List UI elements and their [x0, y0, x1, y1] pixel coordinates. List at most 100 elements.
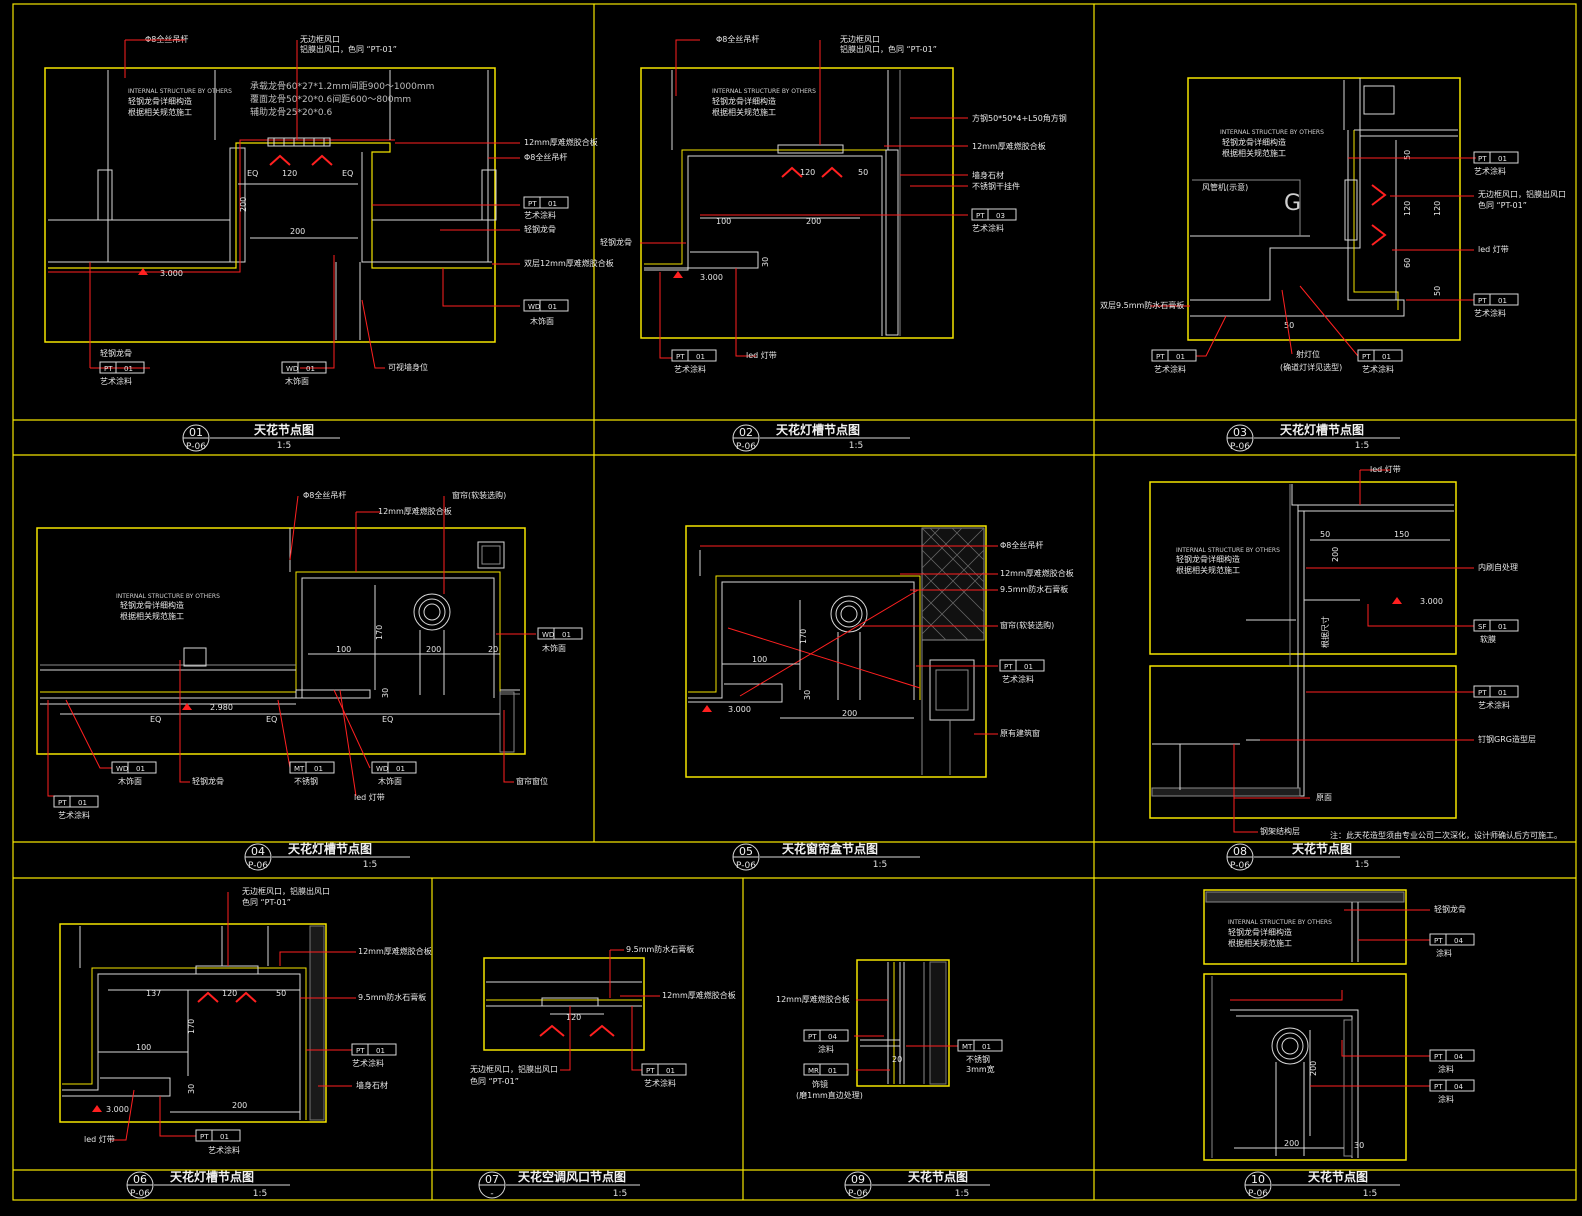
svg-text:12mm厚难燃胶合板: 12mm厚难燃胶合板 — [524, 137, 598, 147]
panel-scale: 1:5 — [1363, 1189, 1377, 1199]
panel-title: 天花节点图 — [1308, 1169, 1368, 1184]
svg-text:轻钢龙骨: 轻钢龙骨 — [600, 237, 632, 247]
panel-sheet: P-06 — [848, 1189, 868, 1199]
svg-text:轻钢龙骨: 轻钢龙骨 — [524, 224, 556, 234]
svg-text:墙身石材: 墙身石材 — [972, 170, 1004, 180]
svg-text:PT: PT — [1434, 937, 1443, 945]
panel-sheet: P-06 — [1230, 861, 1250, 871]
panel-sheet: P-06 — [736, 861, 756, 871]
panel-number: 04 — [251, 845, 265, 858]
svg-text:G: G — [1284, 191, 1301, 216]
svg-text:艺术涂料: 艺术涂料 — [1478, 700, 1510, 710]
detail-01: 3.000 120 EQ EQ 200 200 承载龙骨60*27*1.2mm间… — [44, 34, 614, 386]
svg-text:3.000: 3.000 — [728, 705, 751, 714]
panel-title: 天花节点图 — [908, 1169, 968, 1184]
svg-text:2.980: 2.980 — [210, 703, 233, 712]
svg-text:PT: PT — [200, 1133, 209, 1141]
svg-text:轻钢龙骨详细构造: 轻钢龙骨详细构造 — [1228, 927, 1292, 937]
svg-text:20: 20 — [892, 1055, 902, 1064]
svg-text:170: 170 — [375, 625, 384, 640]
title-block-05: 05 P-06 天花窗帘盒节点图 1:5 — [732, 841, 920, 871]
svg-text:120: 120 — [1403, 201, 1412, 216]
svg-text:170: 170 — [799, 629, 808, 644]
detail-02: 3.000 120 50 100 200 30 INTERNAL STRUCTU… — [600, 34, 1067, 374]
svg-text:30: 30 — [381, 688, 390, 698]
title-block-10: 10 P-06 天花节点图 1:5 — [1244, 1169, 1400, 1199]
panel-scale: 1:5 — [1355, 860, 1369, 870]
svg-text:PT: PT — [1434, 1053, 1443, 1061]
svg-text:PT: PT — [1478, 155, 1487, 163]
svg-text:01: 01 — [1498, 689, 1507, 697]
svg-text:木饰面: 木饰面 — [530, 316, 554, 326]
svg-text:根据相关规范施工: 根据相关规范施工 — [1176, 565, 1240, 575]
svg-text:软膜: 软膜 — [1480, 634, 1496, 644]
svg-text:01: 01 — [548, 303, 557, 311]
detail-04: 2.980 170 100 200 20 EQ EQ EQ 30 INTERNA… — [36, 490, 583, 820]
panel-sheet: P-06 — [1248, 1189, 1268, 1199]
svg-text:木饰面: 木饰面 — [118, 776, 142, 786]
svg-text:铝膜出风口，色同 “PT-01”: 铝膜出风口，色同 “PT-01” — [840, 44, 937, 54]
svg-text:根据相关规范施工: 根据相关规范施工 — [120, 611, 184, 621]
svg-text:艺术涂料: 艺术涂料 — [674, 364, 706, 374]
svg-text:木饰面: 木饰面 — [378, 776, 402, 786]
svg-text:PT: PT — [1478, 689, 1487, 697]
detail-06: 137 120 50 170 100 30 200 3.000 无边框风口，铝膜… — [59, 886, 432, 1155]
svg-text:01: 01 — [220, 1133, 229, 1141]
svg-text:led 灯带: led 灯带 — [1370, 464, 1401, 474]
svg-text:轻钢龙骨: 轻钢龙骨 — [1434, 904, 1466, 914]
panel-number: 09 — [851, 1173, 865, 1186]
panel-scale: 1:5 — [363, 860, 377, 870]
svg-text:200: 200 — [290, 227, 305, 236]
svg-text:窗帘窗位: 窗帘窗位 — [516, 776, 548, 786]
title-block-06: 06 P-06 天花灯槽节点图 1:5 — [126, 1169, 290, 1199]
svg-text:PT: PT — [356, 1047, 365, 1055]
detail-10: 200 200 30 INTERNAL STRUCTURE BY OTHERS … — [1203, 889, 1475, 1161]
svg-text:100: 100 — [336, 645, 351, 654]
svg-text:根据尺寸: 根据尺寸 — [1320, 616, 1330, 648]
svg-text:200: 200 — [426, 645, 441, 654]
svg-text:PT: PT — [58, 799, 67, 807]
svg-text:轻钢龙骨详细构造: 轻钢龙骨详细构造 — [128, 96, 192, 106]
svg-text:04: 04 — [1454, 937, 1463, 945]
svg-text:12mm厚难燃胶合板: 12mm厚难燃胶合板 — [972, 141, 1046, 151]
svg-text:120: 120 — [1433, 201, 1442, 216]
svg-text:3.000: 3.000 — [1420, 597, 1443, 606]
svg-text:根据相关规范施工: 根据相关规范施工 — [712, 107, 776, 117]
svg-text:艺术涂料: 艺术涂料 — [644, 1078, 676, 1088]
svg-text:辅助龙骨25*20*0.6: 辅助龙骨25*20*0.6 — [250, 106, 332, 118]
panel-number: 08 — [1233, 845, 1247, 858]
svg-text:01: 01 — [136, 765, 145, 773]
panel-sheet: P-06 — [186, 442, 206, 452]
svg-text:3mm宽: 3mm宽 — [966, 1064, 995, 1074]
svg-text:双层12mm厚难燃胶合板: 双层12mm厚难燃胶合板 — [524, 258, 614, 268]
panel-number: 06 — [133, 1173, 147, 1186]
svg-text:轻钢龙骨: 轻钢龙骨 — [192, 776, 224, 786]
detail-03: 风管机(示意) G INTERNAL STRUCTURE BY OTHERS 轻… — [1100, 77, 1566, 374]
svg-text:200: 200 — [1331, 547, 1340, 562]
panel-title: 天花窗帘盒节点图 — [782, 841, 878, 856]
svg-text:led 灯带: led 灯带 — [354, 792, 385, 802]
panel-sheet: P-06 — [130, 1189, 150, 1199]
panel-title: 天花空调风口节点图 — [518, 1169, 626, 1184]
svg-text:01: 01 — [78, 799, 87, 807]
detail-05: 170 100 30 200 3.000 Φ8全丝吊杆 12mm厚难燃胶合板 9… — [685, 525, 1074, 778]
svg-text:50: 50 — [276, 989, 286, 998]
svg-text:100: 100 — [752, 655, 767, 664]
svg-text:SF: SF — [1478, 623, 1486, 631]
level-label: 3.000 — [160, 269, 183, 278]
panel-number: 05 — [739, 845, 753, 858]
panel-scale: 1:5 — [873, 860, 887, 870]
svg-text:EQ: EQ — [150, 715, 161, 724]
svg-text:01: 01 — [1498, 155, 1507, 163]
svg-text:01: 01 — [828, 1067, 837, 1075]
panel-number: 02 — [739, 426, 753, 439]
svg-text:EQ: EQ — [247, 169, 258, 178]
svg-text:50: 50 — [858, 168, 868, 177]
svg-text:120: 120 — [222, 989, 237, 998]
svg-text:01: 01 — [306, 365, 315, 373]
svg-text:MT: MT — [294, 765, 305, 773]
svg-text:led 灯带: led 灯带 — [1478, 244, 1509, 254]
svg-text:PT: PT — [646, 1067, 655, 1075]
